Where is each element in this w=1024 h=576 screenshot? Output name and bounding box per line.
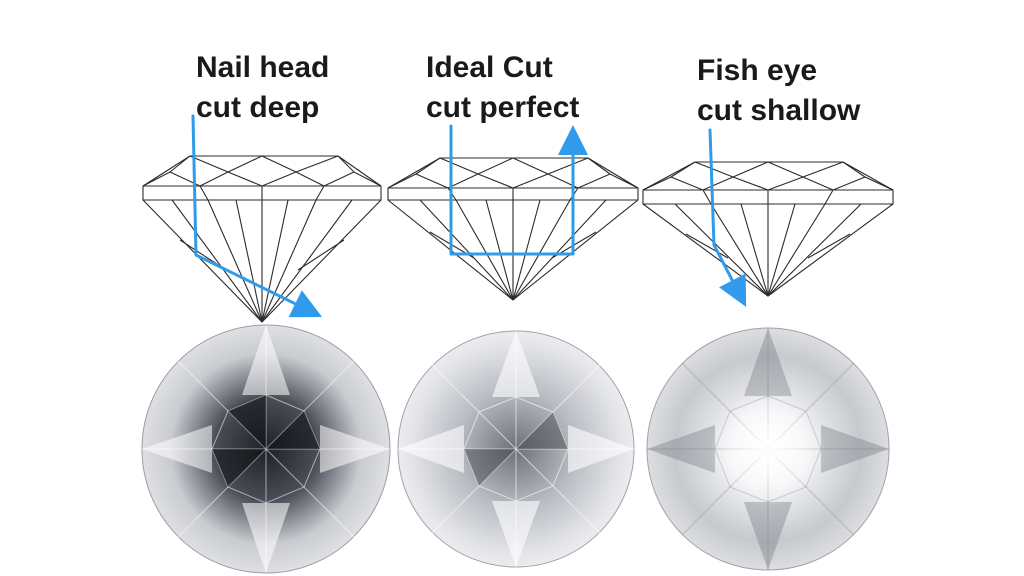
shallow-cut-title: Fish eye — [697, 54, 818, 87]
shallow-light-path-arrow — [708, 128, 747, 307]
shallow-cut-stone — [646, 327, 890, 571]
deep-cut-title: Nail head — [196, 51, 330, 84]
ideal-cut-title: Ideal Cut — [426, 51, 553, 84]
deep-cut-stone — [141, 324, 391, 574]
deep-cut-profile — [142, 155, 382, 323]
ideal-cut-subtitle: cut perfect — [426, 91, 580, 124]
shallow-cut-subtitle: cut shallow — [697, 94, 861, 127]
shallow-cut-label: Fish eye cut shallow — [697, 51, 860, 131]
deep-light-path-arrow — [191, 114, 323, 318]
ideal-cut-stone — [397, 330, 635, 568]
shallow-cut-profile — [642, 161, 894, 297]
deep-cut-subtitle: cut deep — [196, 91, 320, 124]
ideal-cut-profile — [387, 157, 639, 301]
ideal-light-path-arrow — [449, 124, 588, 256]
deep-cut-label: Nail head cut deep — [196, 48, 329, 128]
ideal-cut-label: Ideal Cut cut perfect — [426, 48, 579, 128]
